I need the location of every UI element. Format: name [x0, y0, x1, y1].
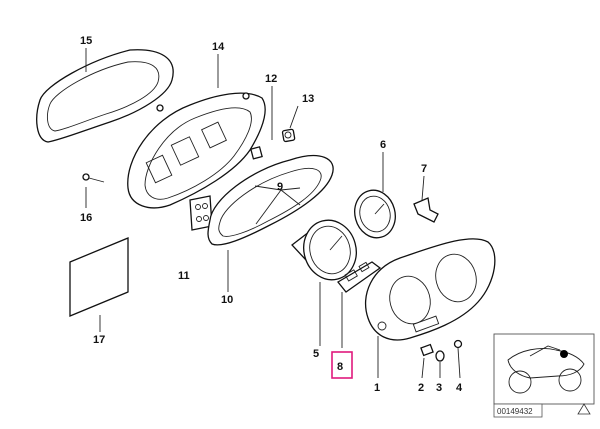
- callout-4: 4: [456, 382, 463, 394]
- callout-15: 15: [80, 35, 92, 47]
- callout-17: 17: [93, 334, 105, 346]
- callout-8-highlight[interactable]: 8: [331, 351, 353, 379]
- part-12-clip[interactable]: [250, 146, 263, 160]
- part-7-bracket[interactable]: [413, 197, 439, 223]
- callout-16: 16: [80, 212, 92, 224]
- part-14-housing[interactable]: [127, 92, 266, 209]
- callout-13: 13: [302, 93, 314, 105]
- part-4-screw[interactable]: [453, 339, 463, 349]
- corner-arrow-icon: [577, 403, 591, 415]
- callout-5: 5: [313, 348, 319, 360]
- callout-2: 2: [418, 382, 424, 394]
- callout-10: 10: [221, 294, 233, 306]
- part-16-screw[interactable]: [82, 173, 105, 183]
- callout-8: 8: [337, 361, 343, 373]
- callout-labels: 15 14 12 13 6 7 9 16 11 10 17 5 1 2 3 4: [80, 35, 463, 394]
- callout-3: 3: [436, 382, 442, 394]
- callout-7: 7: [421, 163, 427, 175]
- callout-9: 9: [277, 181, 283, 193]
- part-6-tachometer[interactable]: [349, 186, 400, 243]
- part-17-document[interactable]: [69, 237, 129, 317]
- callout-6: 6: [380, 139, 386, 151]
- callout-14: 14: [212, 41, 225, 53]
- location-marker: [560, 350, 568, 358]
- part-5-speedometer[interactable]: [291, 214, 363, 285]
- part-15-seal[interactable]: [36, 49, 174, 143]
- motorcycle-icon: [507, 345, 585, 394]
- reference-number: 00149432: [497, 407, 533, 416]
- callout-12: 12: [265, 73, 277, 85]
- callout-11: 11: [178, 270, 190, 282]
- part-13-clip[interactable]: [281, 128, 296, 143]
- motorcycle-thumbnail: 00149432: [493, 333, 595, 418]
- part-1-cluster-front[interactable]: [364, 238, 496, 341]
- highlight-box: [331, 351, 353, 379]
- callout-1: 1: [374, 382, 380, 394]
- part-10-gasket[interactable]: [207, 155, 334, 246]
- part-3-grommet[interactable]: [435, 350, 445, 362]
- part-8-circuit-board[interactable]: [337, 261, 382, 293]
- part-2-bulb[interactable]: [420, 343, 434, 357]
- leader-lines: [85, 48, 461, 379]
